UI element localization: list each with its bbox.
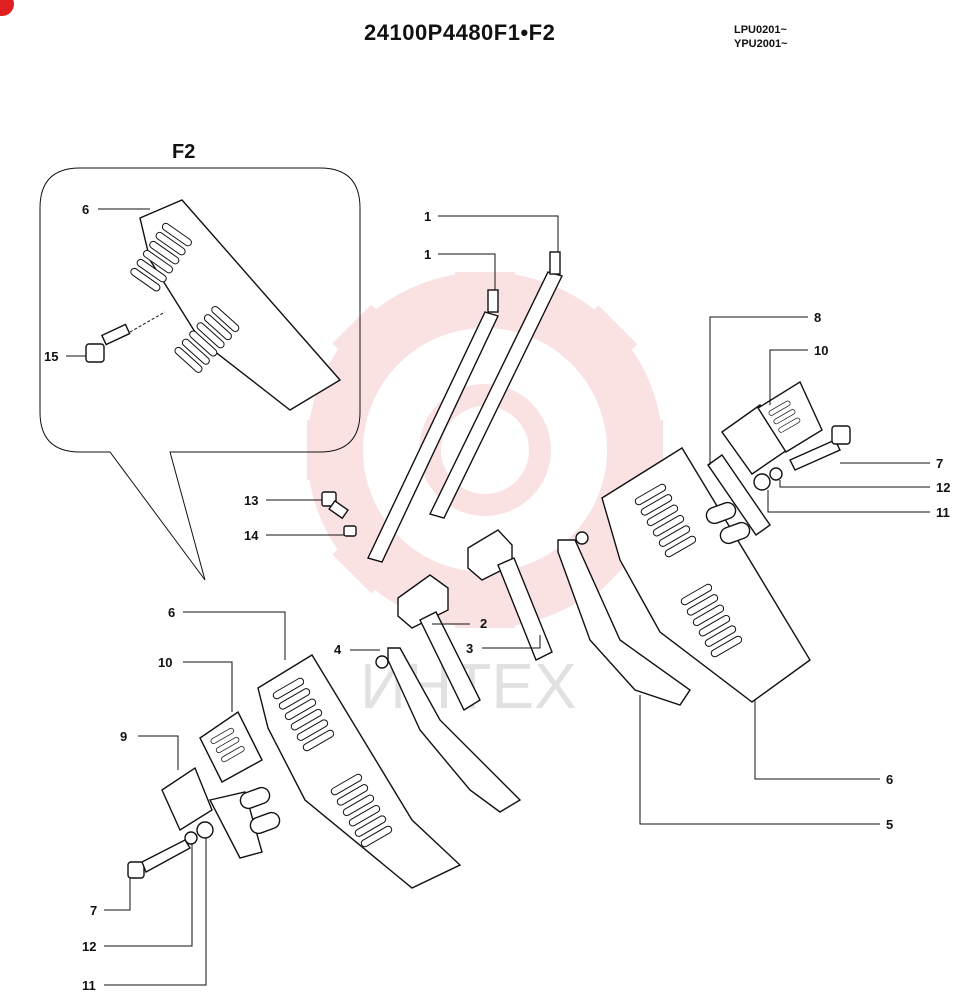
callout-12-right: 12 xyxy=(936,480,950,495)
callout-4: 4 xyxy=(334,642,342,657)
right-rubber-block-10 xyxy=(721,380,823,475)
callout-1b: 1 xyxy=(424,247,431,262)
inset-pedal-pad xyxy=(128,199,342,411)
callout-11-left: 11 xyxy=(82,978,96,993)
callout-7-right: 7 xyxy=(936,456,943,471)
callout-10-right: 10 xyxy=(814,343,828,358)
callout-7-left: 7 xyxy=(90,903,97,918)
callout-1a: 1 xyxy=(424,209,431,224)
inset-callout-frame xyxy=(39,167,361,581)
left-pedal-pad xyxy=(257,654,462,889)
inset-title: F2 xyxy=(172,141,195,163)
callout-10-left: 10 xyxy=(158,655,172,670)
serial-range-2: YPU2001~ xyxy=(734,38,788,50)
shaft-1-left xyxy=(367,289,499,563)
nut-14 xyxy=(343,525,357,537)
right-bracket-8 xyxy=(705,454,771,545)
pedal-arm-2 xyxy=(397,574,481,712)
part-number-title: 24100P4480F1•F2 xyxy=(364,20,556,45)
bolt-13 xyxy=(321,491,349,520)
callout-6-right: 6 xyxy=(886,772,893,787)
left-washer-12 xyxy=(184,831,198,845)
callout-12-left: 12 xyxy=(82,939,96,954)
left-washer-11 xyxy=(196,821,214,839)
left-bolt-7 xyxy=(127,839,191,879)
pedal-lever-5 xyxy=(557,531,691,706)
callout-15: 15 xyxy=(44,349,58,364)
callout-2: 2 xyxy=(480,616,487,631)
callout-3: 3 xyxy=(466,641,473,656)
serial-range-1: LPU0201~ xyxy=(734,24,787,36)
callout-9: 9 xyxy=(120,729,127,744)
callout-11-right: 11 xyxy=(936,505,950,520)
leader-lines xyxy=(66,208,930,986)
left-rubber-block-10 xyxy=(199,710,263,783)
right-bolt-7 xyxy=(789,425,851,471)
shaft-1-right xyxy=(429,251,563,519)
inset-bolt-15 xyxy=(85,311,166,363)
pedal-lever-4 xyxy=(375,647,522,813)
corner-badge xyxy=(0,0,14,16)
right-pedal-pad xyxy=(601,447,811,703)
callout-6-left: 6 xyxy=(168,605,175,620)
right-washer-11 xyxy=(753,473,771,491)
callout-14: 14 xyxy=(244,528,259,543)
left-bracket-9 xyxy=(161,766,281,859)
callout-13: 13 xyxy=(244,493,258,508)
callout-5: 5 xyxy=(886,817,893,832)
callout-8: 8 xyxy=(814,310,821,325)
right-washer-12 xyxy=(769,467,783,481)
callout-6-inset: 6 xyxy=(82,202,89,217)
pedal-arm-3 xyxy=(467,529,553,661)
